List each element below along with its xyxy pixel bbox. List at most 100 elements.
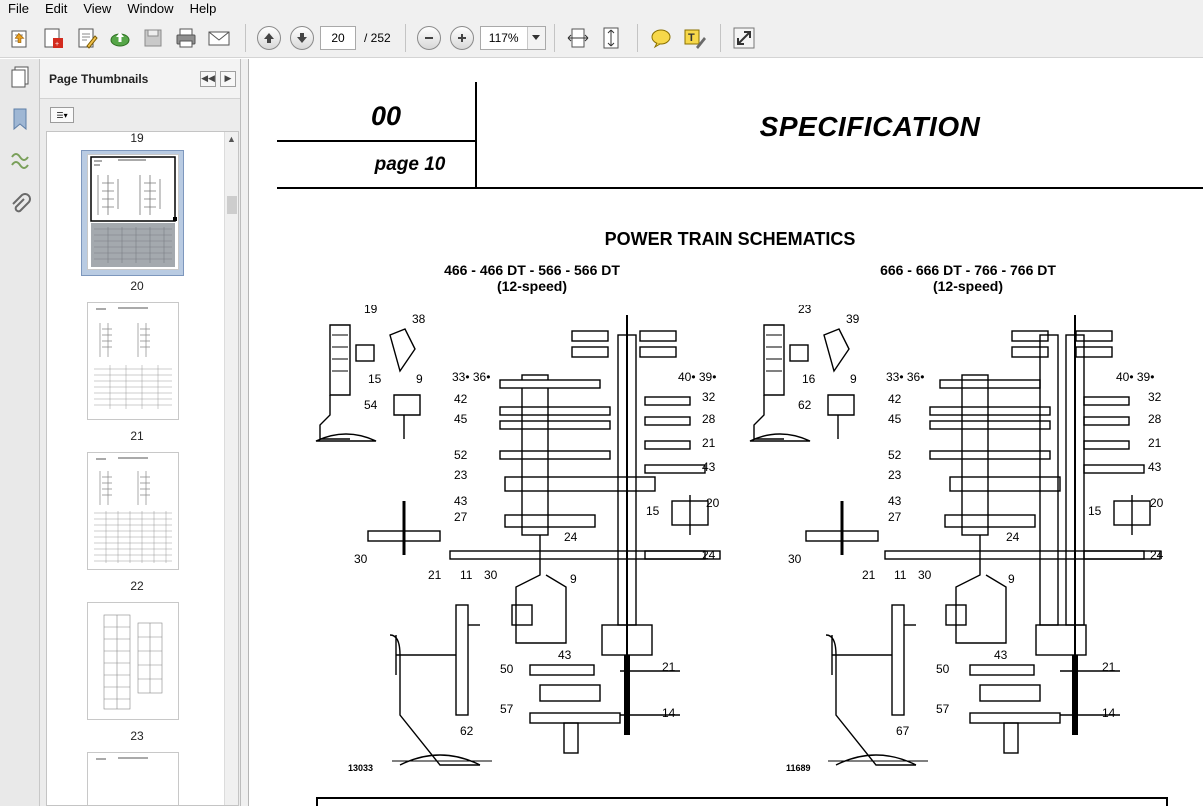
svg-text:23: 23 <box>454 468 468 482</box>
svg-text:9: 9 <box>416 372 423 386</box>
footer-box-top <box>316 797 1168 799</box>
svg-text:50: 50 <box>936 662 950 676</box>
navigation-pane <box>0 59 40 806</box>
svg-text:11: 11 <box>894 568 907 582</box>
left-models: 466 - 466 DT - 566 - 566 DT <box>444 262 620 278</box>
bookmark-icon[interactable] <box>6 105 34 133</box>
svg-text:23: 23 <box>798 305 812 316</box>
thumbnail-label: 20 <box>130 279 144 293</box>
save-icon[interactable] <box>138 23 168 53</box>
svg-text:45: 45 <box>454 412 468 426</box>
panel-resize-handle[interactable] <box>241 59 249 806</box>
page-total: / 252 <box>364 30 391 45</box>
next-page-icon[interactable] <box>287 23 317 53</box>
zoom-in-icon[interactable] <box>447 23 477 53</box>
comment-icon[interactable] <box>646 23 676 53</box>
svg-text:43: 43 <box>1148 460 1162 474</box>
menu-help[interactable]: Help <box>189 1 217 16</box>
fit-page-icon[interactable] <box>596 23 626 53</box>
svg-text:14: 14 <box>662 706 676 720</box>
highlight-icon[interactable]: T <box>679 23 709 53</box>
signatures-icon[interactable] <box>6 147 34 175</box>
email-icon[interactable] <box>204 23 234 53</box>
toolbar: + 20 / 252 117% <box>0 18 1203 58</box>
thumbnail-page-23[interactable] <box>87 602 179 720</box>
svg-text:42: 42 <box>888 392 902 406</box>
svg-text:33• 36•: 33• 36• <box>886 370 924 384</box>
svg-text:21: 21 <box>1148 436 1162 450</box>
svg-text:43: 43 <box>702 460 716 474</box>
fit-width-icon[interactable] <box>563 23 593 53</box>
svg-text:40• 39•: 40• 39• <box>1116 370 1154 384</box>
panel-title: Page Thumbnails <box>49 71 149 86</box>
scroll-up-icon[interactable]: ▲ <box>227 134 236 144</box>
expand-icon[interactable] <box>729 23 759 53</box>
scrollbar-thumb[interactable] <box>227 196 237 214</box>
toolbar-separator <box>404 23 406 52</box>
toolbar-separator <box>553 23 555 52</box>
menu-file[interactable]: File <box>8 1 29 16</box>
svg-text:42: 42 <box>454 392 468 406</box>
prev-page-icon[interactable] <box>254 23 284 53</box>
collapse-left-icon[interactable]: ◀◀ <box>200 70 216 87</box>
upload-icon[interactable] <box>105 23 135 53</box>
thumbnail-label: 23 <box>130 729 144 743</box>
thumbnail-panel-header: Page Thumbnails ◀◀ ▶ <box>40 59 240 99</box>
options-menu-icon[interactable]: ☰▾ <box>50 107 74 123</box>
footer-box-right <box>1166 797 1168 806</box>
attachment-icon[interactable] <box>6 191 34 219</box>
menu-view[interactable]: View <box>83 1 112 16</box>
toolbar-separator <box>245 23 246 52</box>
thumbnail-page-22[interactable] <box>87 452 179 570</box>
svg-text:43: 43 <box>454 494 468 508</box>
svg-text:21: 21 <box>1102 660 1116 674</box>
svg-text:57: 57 <box>500 702 514 716</box>
chapter-number: 00 <box>370 101 402 131</box>
svg-text:21: 21 <box>862 568 876 582</box>
svg-text:62: 62 <box>798 398 812 412</box>
print-icon[interactable] <box>171 23 201 53</box>
svg-text:28: 28 <box>702 412 716 426</box>
svg-text:67: 67 <box>896 724 910 738</box>
svg-text:52: 52 <box>454 448 468 462</box>
thumbnail-page-21[interactable] <box>87 302 179 420</box>
right-models: 666 - 666 DT - 766 - 766 DT <box>880 262 1056 278</box>
page-number-input[interactable]: 20 <box>320 25 356 50</box>
open-icon[interactable] <box>6 23 36 53</box>
svg-text:9: 9 <box>850 372 857 386</box>
left-speed: (12-speed) <box>496 278 568 294</box>
menu-window[interactable]: Window <box>127 1 174 16</box>
toolbar-separator <box>719 23 721 52</box>
create-pdf-icon[interactable]: + <box>39 23 69 53</box>
thumbnail-scrollbar[interactable]: ▲ <box>224 132 238 805</box>
header-rule <box>277 140 475 142</box>
svg-text:21: 21 <box>702 436 716 450</box>
svg-text:11: 11 <box>460 568 473 582</box>
menu-edit[interactable]: Edit <box>44 1 68 16</box>
svg-text:33• 36•: 33• 36• <box>452 370 490 384</box>
svg-text:21: 21 <box>662 660 676 674</box>
page-thumbnails-icon[interactable] <box>6 63 34 91</box>
right-speed: (12-speed) <box>932 278 1004 294</box>
svg-text:43: 43 <box>888 494 902 508</box>
collapse-right-icon[interactable]: ▶ <box>220 70 236 87</box>
zoom-out-icon[interactable] <box>414 23 444 53</box>
svg-text:30: 30 <box>354 552 368 566</box>
zoom-select[interactable]: 117% <box>479 25 546 50</box>
thumbnail-list[interactable]: 19 20 <box>46 131 239 806</box>
svg-text:24: 24 <box>564 530 578 544</box>
chevron-down-icon[interactable] <box>526 26 545 49</box>
svg-text:24: 24 <box>1150 548 1164 562</box>
svg-text:43: 43 <box>558 648 572 662</box>
thumbnail-page-20[interactable] <box>87 154 179 270</box>
svg-text:16: 16 <box>802 372 816 386</box>
svg-text:24: 24 <box>1006 530 1020 544</box>
header-bottom-rule <box>277 187 1203 189</box>
thumbnail-page-24[interactable] <box>87 752 179 805</box>
page-label: page 10 <box>374 154 446 175</box>
edit-icon[interactable] <box>72 23 102 53</box>
svg-text:40• 39•: 40• 39• <box>678 370 716 384</box>
svg-text:38: 38 <box>412 312 426 326</box>
